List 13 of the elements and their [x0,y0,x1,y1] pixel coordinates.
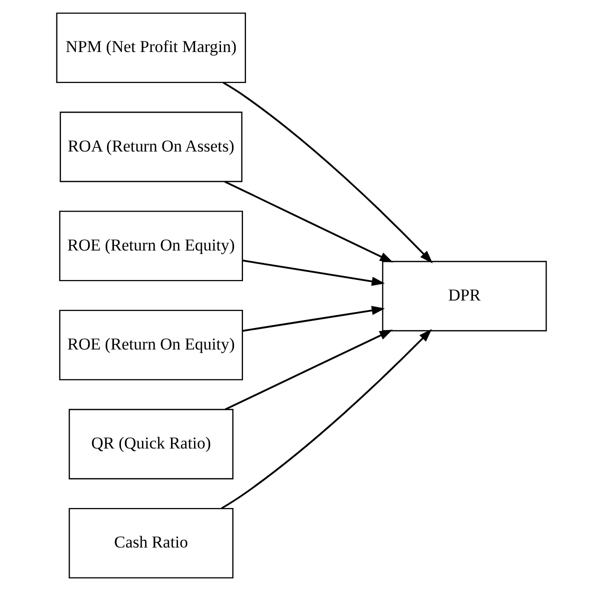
arrow [224,330,393,410]
node-box: ROE (Return On Equity) [59,210,243,282]
arrow [222,82,433,264]
node-box: ROA (Return On Assets) [60,112,242,182]
node-box: QR (Quick Ratio) [68,408,234,480]
node-box: Cash Ratio [68,508,234,578]
arrow [221,329,432,510]
node-box: NPM (Net Profit Margin) [56,12,246,83]
arrow [242,306,385,332]
node-box: DPR [382,260,547,332]
arrow [224,180,394,262]
arrow [242,260,385,286]
node-box: ROE (Return On Equity) [59,310,243,380]
